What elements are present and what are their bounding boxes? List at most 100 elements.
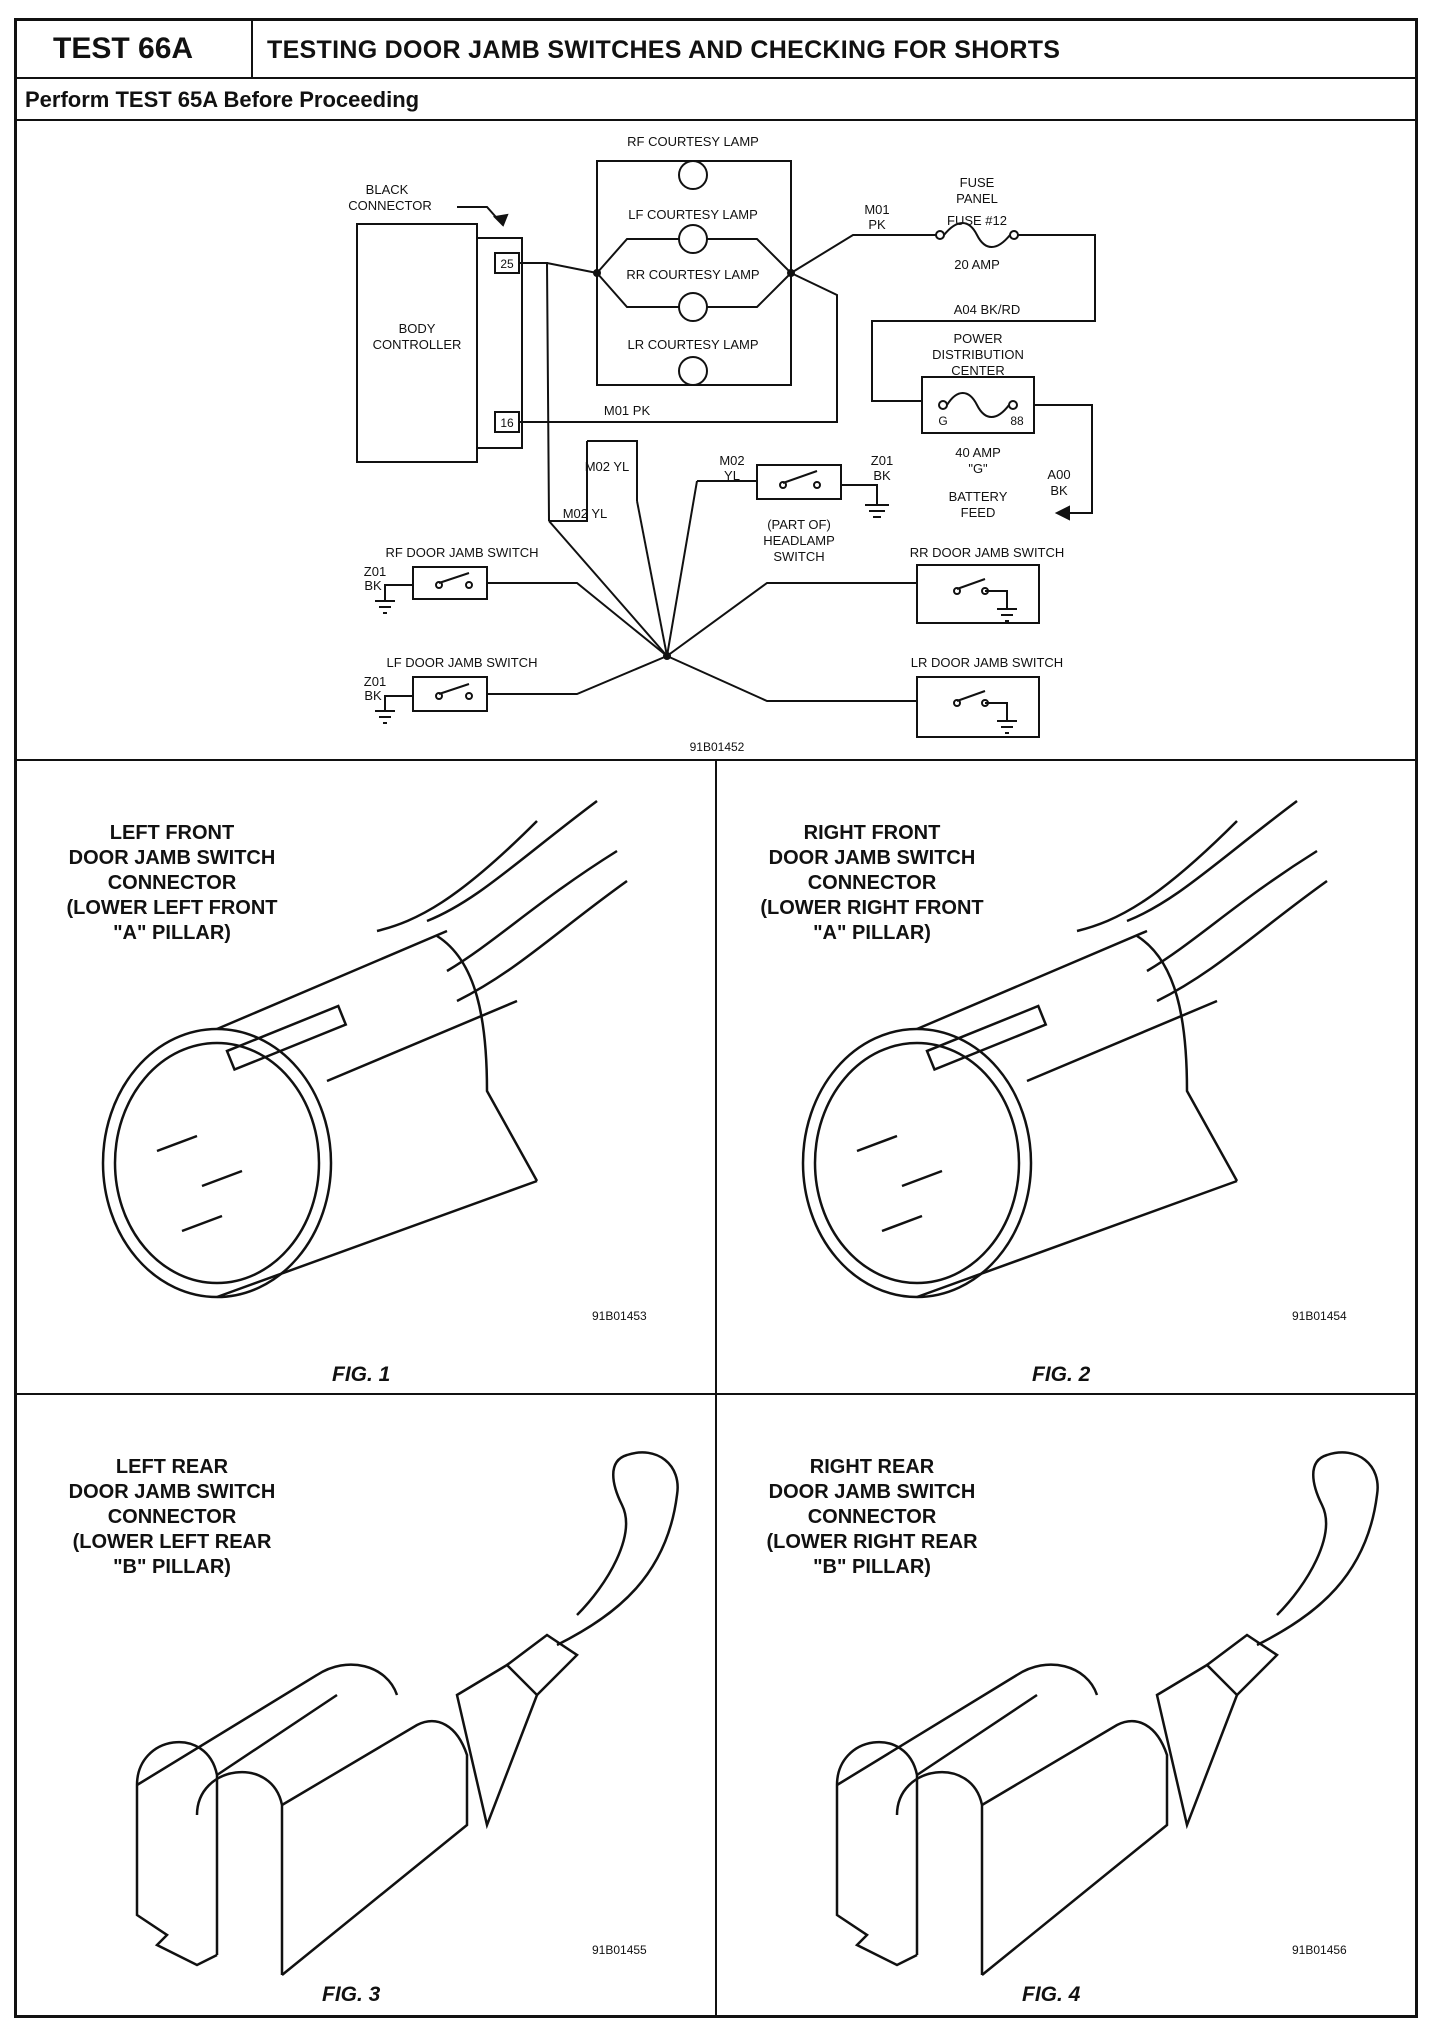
fig1-pin-1 xyxy=(156,1134,198,1153)
rr-switch-box xyxy=(916,564,1040,624)
fig2-pin-2 xyxy=(901,1169,943,1188)
lr-lamp-bulb xyxy=(678,356,708,386)
rr-lamp-label: RR COURTESY LAMP xyxy=(626,267,759,282)
lamp-junction-left xyxy=(593,269,601,277)
fig4-crimp xyxy=(1155,1663,1239,1830)
rf-switch-blade xyxy=(438,572,470,584)
fig4-crimp-collar xyxy=(1206,1633,1279,1696)
fig2-connector-face-inner xyxy=(813,1041,1021,1285)
fig4-barrel-left xyxy=(835,1740,919,1955)
battery-feed-arrow xyxy=(1054,505,1070,521)
black-connector-box xyxy=(476,237,523,449)
fig1-label: LEFT FRONT DOOR JAMB SWITCH CONNECTOR (L… xyxy=(66,822,278,944)
a04-label: A04 BK/RD xyxy=(954,302,1020,317)
wire-m02-to-splice xyxy=(548,520,668,657)
fuse12-terminal-right xyxy=(1009,230,1019,240)
rr-switch-label: RR DOOR JAMB SWITCH xyxy=(910,545,1065,560)
fig2-connector-face-outer xyxy=(801,1027,1033,1299)
lf-switch-box xyxy=(412,676,488,712)
fig1-id: 91B01453 xyxy=(592,1309,647,1323)
fig4-caption: FIG. 4 xyxy=(1022,1983,1081,2006)
fuse12-amp-label: 20 AMP xyxy=(954,257,1000,272)
pin-25-label: 25 xyxy=(500,257,514,271)
lf-ground-wire xyxy=(384,695,413,711)
rr-lamp-bulb xyxy=(678,292,708,322)
fig3-base xyxy=(135,1785,218,1967)
m02-yl-a-label: M02 YL xyxy=(585,459,630,474)
fig4-base xyxy=(835,1785,918,1967)
fig2-wires xyxy=(1076,800,1328,1003)
fig4-label: RIGHT REAR DOOR JAMB SWITCH CONNECTOR (L… xyxy=(766,1456,978,1578)
rf-contact-b xyxy=(465,581,473,589)
fig1-connector-body xyxy=(216,929,538,1299)
fig3-panel: LEFT REAR DOOR JAMB SWITCH CONNECTOR (LO… xyxy=(17,1395,717,2015)
wire-headlamp-to-splice xyxy=(666,480,698,657)
m01-pk-bottom-label: M01 PK xyxy=(604,403,651,418)
wire-pin25-m02 xyxy=(519,262,550,522)
fig1-caption: FIG. 1 xyxy=(332,1363,391,1386)
wire-a04 xyxy=(871,234,1096,402)
lf-switch-label: LF DOOR JAMB SWITCH xyxy=(387,655,538,670)
fig4-id: 91B01456 xyxy=(1292,1943,1347,1957)
fig1-connector-drawing xyxy=(101,800,628,1299)
pin-16-label: 16 xyxy=(500,416,514,430)
wire-lf-to-splice xyxy=(487,655,668,695)
lf-lamp-label: LF COURTESY LAMP xyxy=(628,207,758,222)
wire-rf-to-splice xyxy=(487,582,668,657)
rr-ground-wire xyxy=(985,590,1008,609)
headlamp-switch-blade xyxy=(782,470,818,484)
rf-ground-wire xyxy=(384,584,413,601)
fig2-id: 91B01454 xyxy=(1292,1309,1347,1323)
pdc-fuse-symbol xyxy=(946,392,1010,418)
headlamp-ground-wire xyxy=(841,484,878,505)
fig2-pin-3 xyxy=(881,1214,923,1233)
wire-splice-to-lr xyxy=(666,655,917,702)
lr-switch-label: LR DOOR JAMB SWITCH xyxy=(911,655,1063,670)
m02-yl-b-label: M02 YL xyxy=(563,506,608,521)
fig4-wire xyxy=(1256,1451,1379,1647)
test-subtitle: Perform TEST 65A Before Proceeding xyxy=(17,79,1415,121)
pdc-terminal-g xyxy=(938,400,948,410)
fig1-pin-2 xyxy=(201,1169,243,1188)
black-connector-arrow xyxy=(492,213,509,227)
fig1-boot xyxy=(436,934,539,1182)
fig3-wire xyxy=(556,1451,679,1647)
title-row: TEST 66A TESTING DOOR JAMB SWITCHES AND … xyxy=(17,21,1415,79)
rf-switch-box xyxy=(412,566,488,600)
fig3-barrel-right xyxy=(195,1770,284,1975)
fig4-barrel-right xyxy=(895,1770,984,1975)
fig2-panel: RIGHT FRONT DOOR JAMB SWITCH CONNECTOR (… xyxy=(717,761,1415,1395)
pdc-g-label: G xyxy=(938,414,947,428)
wire-m02b-to-splice xyxy=(636,500,668,657)
fig2-connector-drawing xyxy=(801,800,1328,1299)
wire-pin25-lamps xyxy=(519,262,598,274)
fuse12-symbol xyxy=(943,222,1011,248)
lr-switch-box xyxy=(916,676,1040,738)
lf-contact-b xyxy=(465,692,473,700)
wire-m01-pin16 xyxy=(519,272,838,423)
rr-switch-blade xyxy=(956,578,986,590)
fig3-crimp-collar xyxy=(506,1633,579,1696)
headlamp-contact-b xyxy=(813,481,821,489)
rf-lamp-label: RF COURTESY LAMP xyxy=(627,134,759,149)
lr-ground-wire xyxy=(985,702,1008,721)
lf-lamp-bulb xyxy=(678,224,708,254)
fig3-caption: FIG. 3 xyxy=(322,1983,381,2006)
fig1-connector-face-outer xyxy=(101,1027,333,1299)
wire-m02-a xyxy=(549,441,588,522)
rf-lamp-bulb xyxy=(678,160,708,190)
test-id: TEST 66A xyxy=(17,21,253,77)
fig1-latch xyxy=(225,1004,348,1072)
fig4-connector-body xyxy=(836,1663,1169,1976)
fig1-pin-3 xyxy=(181,1214,223,1233)
